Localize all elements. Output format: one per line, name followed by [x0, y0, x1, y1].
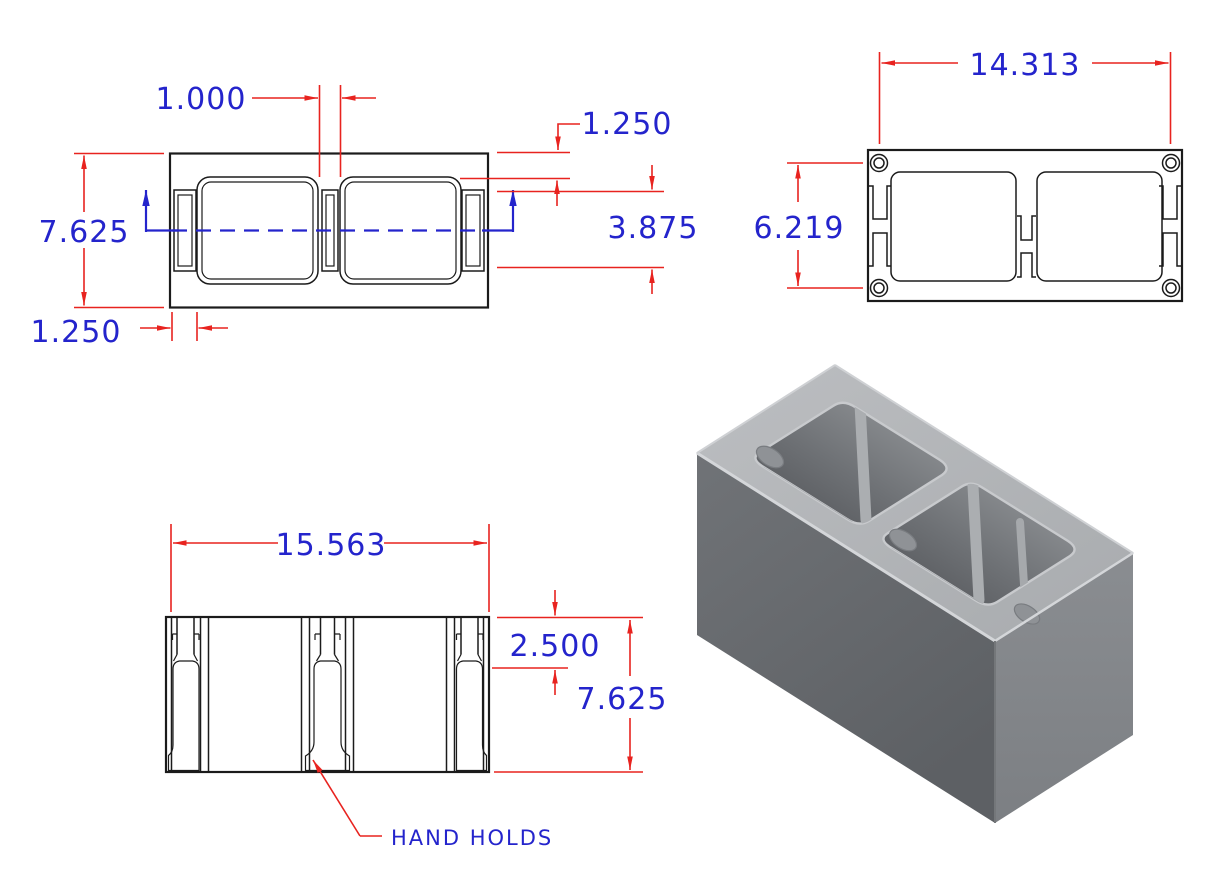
section-vertical-lines — [170, 617, 485, 772]
dimension-height: 7.625 — [494, 620, 668, 773]
dimension-label-hand-hold-depth: 2.500 — [510, 629, 601, 664]
dimension-label-shell-right: 1.250 — [582, 107, 673, 142]
iso-hand-hold-notches — [755, 445, 1041, 625]
web-section-left — [167, 660, 200, 772]
web-section-right — [455, 660, 488, 772]
dimension-label-plan-width: 7.625 — [39, 215, 130, 250]
dimension-core: 3.875 — [497, 165, 699, 294]
dimension-label-length: 15.563 — [276, 528, 387, 563]
dimension-shell-bottom: 1.250 — [31, 312, 228, 350]
dimension-label-web: 1.000 — [156, 82, 247, 117]
corner-core-holes — [869, 153, 1181, 298]
dimension-web-thickness: 1.000 — [156, 82, 376, 177]
dimension-plan-width: 7.625 — [39, 152, 164, 309]
bottom-view: 14.313 6.219 — [754, 48, 1184, 303]
section-web-concrete — [167, 660, 488, 772]
dimension-hole-span: 14.313 — [878, 48, 1172, 144]
dimension-hand-hold-depth: 2.500 — [492, 590, 643, 695]
dimension-label-core: 3.875 — [608, 211, 699, 246]
bottom-edge-slots — [868, 185, 1182, 267]
web-section-middle — [304, 660, 351, 772]
dimension-shell-right: 1.250 — [460, 107, 673, 206]
callout-leader — [312, 759, 361, 837]
section-centerline — [142, 190, 517, 232]
front-section-view: 15.563 2.500 7.625 HAND HOLDS — [164, 524, 668, 850]
bottom-block-outline — [866, 148, 1184, 303]
section-block-outline — [164, 615, 491, 774]
bottom-left-cell — [890, 171, 1017, 282]
plan-view: 7.625 1.000 1.250 3.875 — [31, 82, 699, 350]
dimension-label-shell-bottom: 1.250 — [31, 315, 122, 350]
dimension-label-hole-span: 14.313 — [970, 48, 1081, 83]
iso-edge-highlights — [696, 364, 1134, 823]
hand-holds-callout: HAND HOLDS — [312, 759, 553, 850]
dimension-length: 15.563 — [170, 524, 490, 612]
dimension-hole-rise: 6.219 — [754, 162, 863, 289]
isometric-view — [696, 364, 1134, 823]
iso-front-face — [697, 453, 995, 823]
dimension-label-hole-rise: 6.219 — [754, 211, 845, 246]
bottom-center-web-slots — [1017, 215, 1036, 278]
bottom-right-cell — [1036, 171, 1163, 282]
dimension-label-height: 7.625 — [577, 682, 668, 717]
section-hand-hold-necks — [171, 617, 484, 662]
hand-holds-label: HAND HOLDS — [391, 826, 553, 850]
